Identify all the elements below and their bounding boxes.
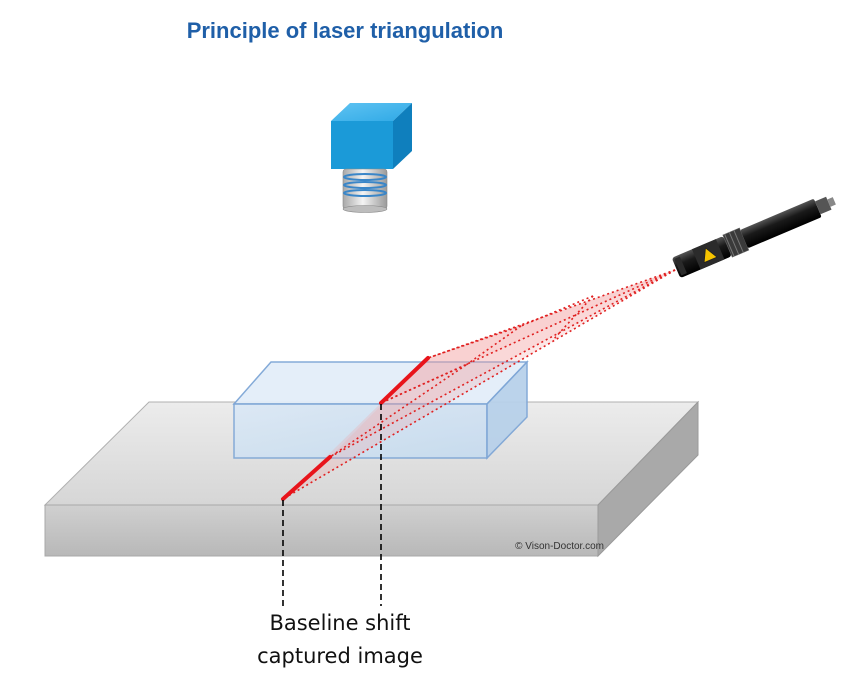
diagram-title: Principle of laser triangulation xyxy=(186,18,504,43)
laser-projection-lines xyxy=(281,356,430,501)
laser-emitter-icon xyxy=(672,196,836,278)
reference-lines xyxy=(282,404,382,606)
copyright-notice: © Vison-Doctor.com xyxy=(515,541,604,552)
laser-line-on-base xyxy=(281,455,332,501)
caption-line-2: captured image xyxy=(257,644,423,668)
camera-icon xyxy=(331,103,412,213)
caption-line-1: Baseline shift xyxy=(269,611,411,635)
measured-object xyxy=(232,360,529,460)
laser-line-on-object xyxy=(379,356,430,405)
